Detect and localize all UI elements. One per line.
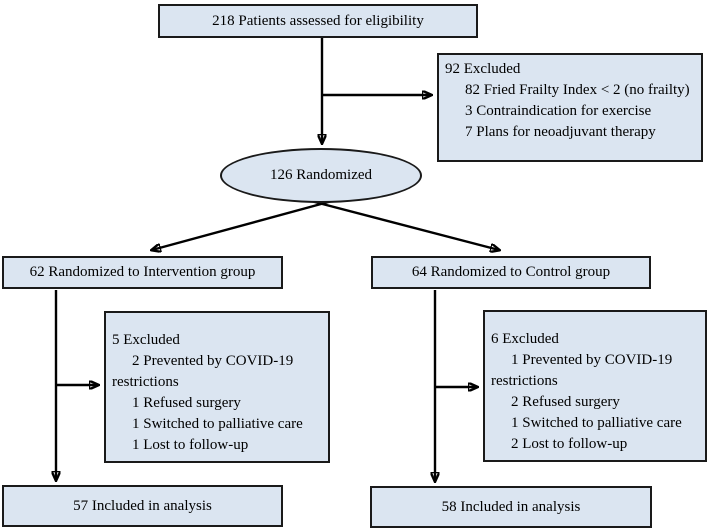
analysis-intervention-box: 57 Included in analysis xyxy=(2,485,283,527)
eligibility-box: 218 Patients assessed for eligibility xyxy=(158,4,478,38)
excluded-intervention-line: 1 Lost to follow-up xyxy=(132,437,249,453)
control-box: 64 Randomized to Control group xyxy=(371,256,651,289)
randomized-label: 126 Randomized xyxy=(269,167,373,183)
excluded-control-line: 2 Refused surgery xyxy=(511,394,620,410)
arrow-randomized-to-control xyxy=(310,199,499,250)
arrow-randomized-to-intervention xyxy=(152,199,333,250)
excluded-control-line: 2 Lost to follow-up xyxy=(511,436,628,452)
eligibility-label: 218 Patients assessed for eligibility xyxy=(212,12,424,29)
excluded-control-line: 1 Prevented by COVID-19 restrictions xyxy=(491,352,673,389)
excluded-intervention-line: 1 Refused surgery xyxy=(132,395,241,411)
excluded-top-line: 92 Excluded xyxy=(445,61,521,77)
excluded-top-box: 92 Excluded 82 Fried Frailty Index < 2 (… xyxy=(437,53,703,162)
excluded-intervention-line: 5 Excluded xyxy=(112,332,180,348)
analysis-control-label: 58 Included in analysis xyxy=(441,498,581,515)
excluded-intervention-box: 5 Excluded 2 Prevented by COVID-19 restr… xyxy=(104,311,330,463)
excluded-control-line: 1 Switched to palliative care xyxy=(511,415,682,431)
control-label: 64 Randomized to Control group xyxy=(411,264,611,280)
intervention-label: 62 Randomized to Intervention group xyxy=(29,264,256,280)
excluded-control-line: 6 Excluded xyxy=(491,331,559,347)
analysis-intervention-label: 57 Included in analysis xyxy=(73,497,212,514)
randomized-ellipse: 126 Randomized xyxy=(220,148,422,203)
excluded-top-line: 82 Fried Frailty Index < 2 (no frailty) xyxy=(465,82,690,98)
analysis-control-box: 58 Included in analysis xyxy=(370,486,652,528)
excluded-intervention-line: 1 Switched to palliative care xyxy=(132,416,303,432)
intervention-box: 62 Randomized to Intervention group xyxy=(2,256,283,289)
excluded-intervention-line: 2 Prevented by COVID-19 restrictions xyxy=(112,353,294,390)
excluded-top-line: 3 Contraindication for exercise xyxy=(465,103,652,119)
excluded-control-box: 6 Excluded 1 Prevented by COVID-19 restr… xyxy=(483,310,707,462)
excluded-top-line: 7 Plans for neoadjuvant therapy xyxy=(465,124,656,140)
